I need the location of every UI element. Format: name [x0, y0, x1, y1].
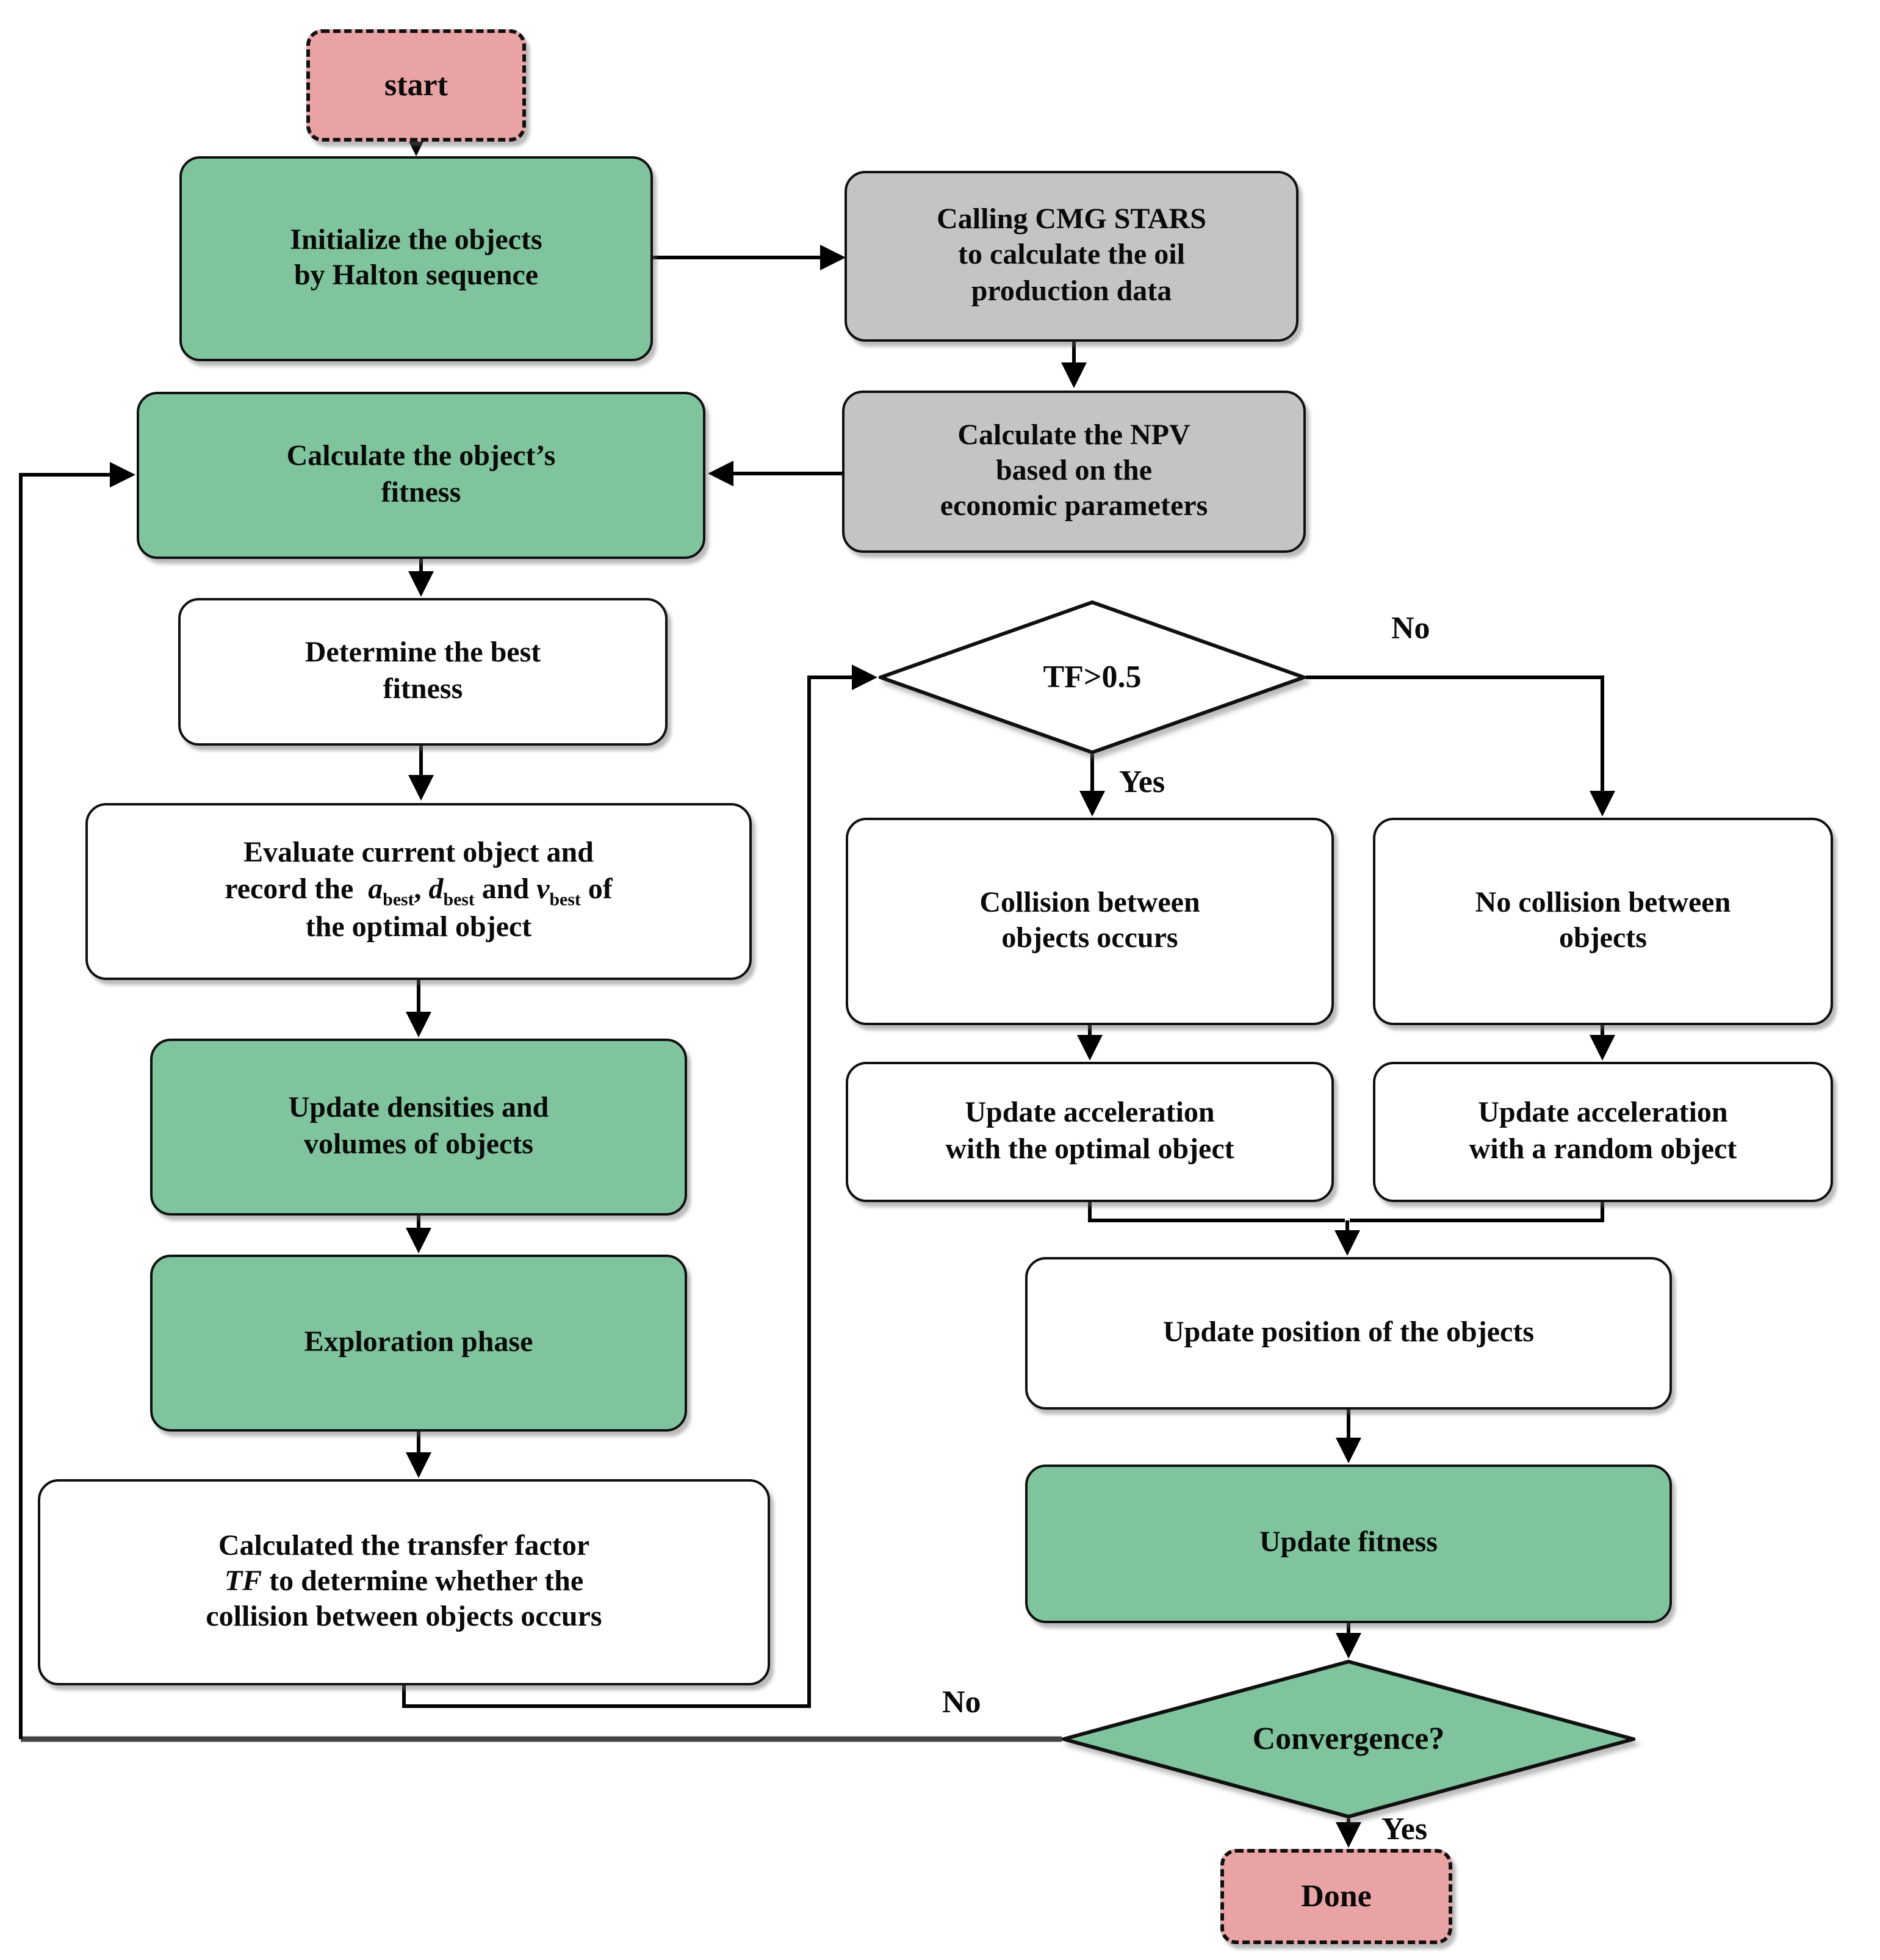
node-calculate-fitness: Calculate the object’s fitness — [137, 392, 705, 559]
evaluate-record: record the — [225, 873, 354, 906]
node-update-densities-label: Update densities and volumes of objects — [288, 1092, 549, 1160]
edge-transfer-tfdecision — [402, 665, 877, 1708]
node-cmg-stars-label: Calling CMG STARS to calculate the oil p… — [937, 204, 1206, 308]
node-convergence: Convergence? — [1056, 1659, 1641, 1819]
node-acceleration-optimal-label: Update acceleration with the optimal obj… — [945, 1097, 1234, 1165]
edge-merge-right — [1350, 1202, 1604, 1222]
evaluate-sub-d: best — [443, 890, 475, 910]
node-acceleration-random-label: Update acceleration with a random object — [1469, 1097, 1737, 1165]
evaluate-line3: the optimal object — [305, 912, 532, 944]
node-update-position-label: Update position of the objects — [1163, 1316, 1534, 1349]
evaluate-of: of — [588, 873, 613, 906]
node-no-collision: No collision between objects — [1373, 818, 1833, 1025]
node-calculate-npv: Calculate the NPV based on the economic … — [842, 391, 1306, 553]
evaluate-line1: Evaluate current object and — [243, 837, 594, 870]
evaluate-sub-a: best — [383, 890, 414, 910]
convergence-shape — [1056, 1659, 1641, 1819]
edge-label-tf-yes: Yes — [1119, 764, 1165, 799]
node-done: Done — [1220, 1849, 1452, 1944]
node-no-collision-label: No collision between objects — [1475, 887, 1731, 954]
node-start-label: start — [384, 67, 448, 103]
edge-label-tf-no: No — [1391, 610, 1430, 646]
node-update-fitness-label: Update fitness — [1259, 1527, 1438, 1559]
node-update-position: Update position of the objects — [1025, 1257, 1672, 1410]
edge-merge-left — [1088, 1202, 1345, 1222]
node-initialize-objects-label: Initialize the objects by Halton sequenc… — [290, 224, 542, 292]
edge-label-convergence-no: No — [942, 1684, 981, 1720]
transfer-line1: Calculated the transfer factor — [218, 1530, 590, 1562]
evaluate-var-v: v — [536, 873, 550, 906]
node-exploration-phase-label: Exploration phase — [304, 1326, 533, 1358]
evaluate-comma: , — [414, 873, 422, 906]
evaluate-var-d: d — [428, 873, 444, 906]
node-determine-best-fitness-label: Determine the best fitness — [304, 637, 541, 705]
node-exploration-phase: Exploration phase — [150, 1255, 687, 1432]
node-done-label: Done — [1301, 1878, 1372, 1914]
node-acceleration-optimal: Update acceleration with the optimal obj… — [846, 1062, 1334, 1202]
evaluate-and: and — [481, 873, 530, 906]
edge-convergence-no-return — [19, 462, 135, 1739]
node-start: start — [306, 29, 526, 142]
node-initialize-objects: Initialize the objects by Halton sequenc… — [179, 156, 653, 361]
node-acceleration-random: Update acceleration with a random object — [1373, 1062, 1833, 1202]
node-update-fitness: Update fitness — [1025, 1465, 1672, 1623]
evaluate-sub-v: best — [549, 890, 581, 910]
node-tf-decision-label: TF>0.5 — [1043, 659, 1142, 694]
transfer-tf-italic: TF — [224, 1565, 262, 1598]
transfer-line3: collision between objects occurs — [206, 1601, 602, 1634]
node-calculate-fitness-label: Calculate the object’s fitness — [286, 441, 556, 508]
transfer-line2: to determine whether the — [269, 1565, 584, 1598]
node-collision-occurs: Collision between objects occurs — [846, 818, 1334, 1025]
tf-decision-shape — [875, 600, 1309, 755]
node-cmg-stars: Calling CMG STARS to calculate the oil p… — [845, 171, 1298, 342]
node-calculate-npv-label: Calculate the NPV based on the economic … — [940, 419, 1208, 523]
node-tf-decision: TF>0.5 — [875, 600, 1309, 755]
edge-label-convergence-yes: Yes — [1381, 1811, 1428, 1847]
edge-tf-no-branch — [1306, 676, 1615, 816]
node-determine-best-fitness: Determine the best fitness — [178, 598, 668, 746]
evaluate-var-a: a — [368, 873, 383, 906]
node-convergence-label: Convergence? — [1252, 1721, 1445, 1756]
node-collision-occurs-label: Collision between objects occurs — [979, 887, 1200, 954]
node-update-densities: Update densities and volumes of objects — [150, 1039, 687, 1216]
